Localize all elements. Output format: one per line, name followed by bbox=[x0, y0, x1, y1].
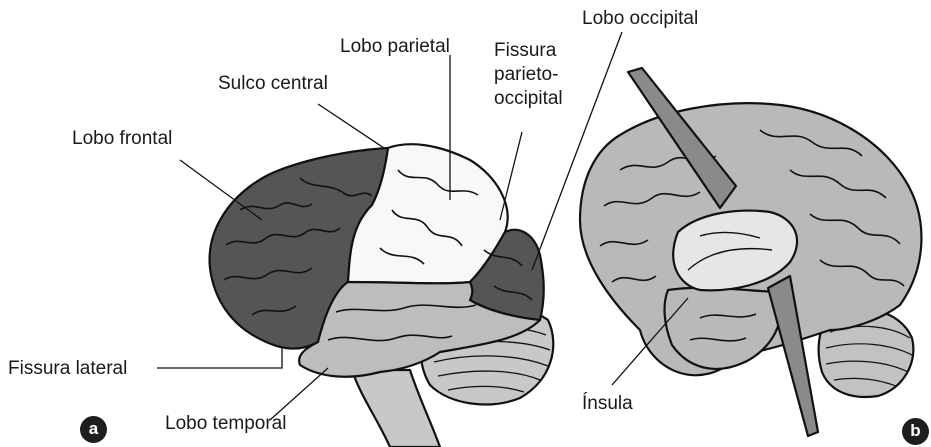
brain-a bbox=[210, 144, 554, 447]
badge-a: a bbox=[80, 416, 107, 443]
temporal-b bbox=[665, 288, 781, 369]
brain-b bbox=[580, 68, 921, 436]
badge-b: b bbox=[902, 418, 929, 445]
label-lobo-parietal: Lobo parietal bbox=[340, 36, 450, 58]
label-insula: Ínsula bbox=[582, 393, 633, 415]
leader-fissura-parieto bbox=[500, 132, 522, 220]
label-lobo-occipital: Lobo occipital bbox=[582, 8, 698, 30]
label-lobo-frontal: Lobo frontal bbox=[72, 128, 172, 150]
label-fissura-line1: Fissura bbox=[494, 40, 556, 62]
label-fissura-line3: occipital bbox=[494, 88, 563, 110]
label-lobo-temporal: Lobo temporal bbox=[165, 413, 286, 435]
label-fissura-line2: parieto- bbox=[494, 64, 558, 86]
label-fissura-lateral: Fissura lateral bbox=[8, 358, 127, 380]
label-sulco-central: Sulco central bbox=[218, 73, 328, 95]
leader-fissura-lateral bbox=[157, 348, 282, 368]
leader-sulco-central bbox=[318, 104, 384, 148]
brain-stem bbox=[352, 370, 440, 447]
